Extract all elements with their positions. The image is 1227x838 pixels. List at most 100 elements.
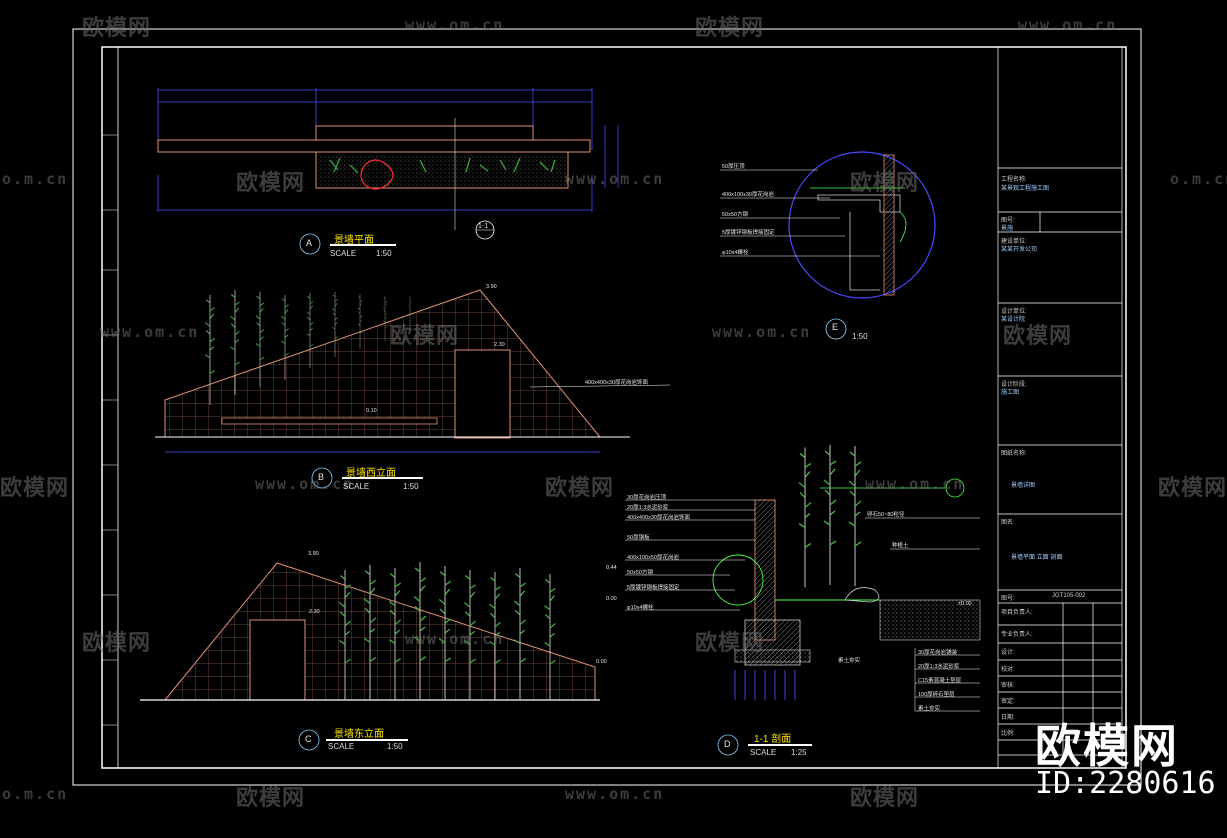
view-b-marker: B bbox=[318, 472, 325, 482]
brand-watermark: 欧模网 bbox=[1035, 719, 1179, 773]
section-mark: 1-1 bbox=[478, 223, 489, 230]
section-note: 50厚钢板 bbox=[627, 535, 650, 541]
view-e-scale-value: 1:50 bbox=[852, 332, 868, 341]
tb-row: 项目负责人: bbox=[1001, 610, 1033, 616]
tb-value: 某设计院 bbox=[1001, 317, 1026, 323]
tb-row: 设计: bbox=[1001, 650, 1015, 656]
watermark-brand: 欧模网 bbox=[695, 631, 765, 656]
detail-e-note: 400x100x30厚花岗岩 bbox=[722, 192, 774, 198]
view-d-title: 1-1 剖面 bbox=[754, 734, 792, 745]
view-a-plan bbox=[157, 88, 619, 255]
section-note: 400x400x30厚花岗岩饰面 bbox=[627, 515, 690, 521]
watermark-brand: 欧模网 bbox=[82, 16, 152, 41]
view-c-elevation bbox=[140, 562, 600, 751]
tb-drawing-no-label: 图号: bbox=[1001, 596, 1015, 602]
level-000: 0.00 bbox=[606, 596, 617, 602]
watermark-brand: 欧模网 bbox=[236, 786, 306, 811]
watermark-brand: 欧模网 bbox=[695, 16, 765, 41]
sheet-outer-frame bbox=[72, 28, 1142, 786]
dim-390-c: 3.90 bbox=[308, 551, 319, 557]
tb-row: 日期: bbox=[1001, 715, 1015, 721]
tb-label: 图名: bbox=[1001, 520, 1015, 526]
dim-000-c: 0.00 bbox=[596, 659, 607, 665]
view-b-elevation bbox=[155, 289, 671, 489]
watermark-url: www.om.cn bbox=[255, 475, 355, 493]
view-d-marker: D bbox=[724, 739, 731, 749]
tb-label: 工程名称: bbox=[1001, 177, 1027, 183]
level-044: 0.44 bbox=[606, 565, 617, 571]
section-note: 5厚镀锌钢板焊接固定 bbox=[627, 585, 680, 591]
sheet-inner-frame bbox=[101, 46, 1127, 769]
view-c-title: 景墙东立面 bbox=[334, 729, 384, 740]
view-a-scale-value: 1:50 bbox=[376, 249, 392, 258]
detail-e-note: 5厚镀锌钢板焊接固定 bbox=[722, 230, 775, 236]
watermark-url: www.om.cn bbox=[565, 785, 665, 803]
tb-row: 校对: bbox=[1001, 667, 1015, 673]
tb-value: 景墙平面 立面 剖面 bbox=[1011, 555, 1063, 561]
tb-label: 设计阶段: bbox=[1001, 382, 1027, 388]
section-note: 30厚花岗岩压顶 bbox=[627, 495, 667, 501]
brand-id: ID:2280616 bbox=[1035, 766, 1216, 801]
tb-drawing-no: JGT105-002 bbox=[1052, 593, 1086, 599]
view-a-title: 景墙平面 bbox=[334, 235, 374, 246]
view-d-scale-word: SCALE bbox=[750, 748, 777, 757]
watermark-brand: 欧模网 bbox=[850, 786, 920, 811]
section-layer: 30厚花岗岩铺装 bbox=[918, 650, 958, 656]
detail-e-note: φ10x4螺栓 bbox=[722, 250, 749, 256]
view-e-marker: E bbox=[832, 322, 839, 332]
view-c-scale-value: 1:50 bbox=[387, 742, 403, 751]
title-block bbox=[997, 47, 1123, 768]
watermark-url: www.om.cn bbox=[712, 323, 812, 341]
dim-000-d: ±0.00 bbox=[958, 601, 972, 607]
section-note: 400x100x50厚花岗岩 bbox=[627, 555, 679, 561]
dim-230: 2.30 bbox=[494, 342, 505, 348]
dim-390: 3.90 bbox=[486, 284, 497, 290]
tb-value: 施工图 bbox=[1001, 390, 1020, 396]
section-layer: 20厚1:3水泥砂浆 bbox=[918, 664, 960, 670]
detail-e-note: 50厚压顶 bbox=[722, 164, 745, 170]
dim-230-c: 2.30 bbox=[309, 609, 320, 615]
watermark-url: o.m.cn bbox=[2, 785, 69, 803]
watermark-url: o.m.cn bbox=[1170, 170, 1227, 188]
view-c-scale-word: SCALE bbox=[328, 742, 355, 751]
tb-value: 某景观工程施工图 bbox=[1001, 186, 1050, 192]
watermark-brand: 欧模网 bbox=[82, 631, 152, 656]
view-e-detail bbox=[720, 151, 936, 340]
view-a-marker: A bbox=[306, 238, 313, 248]
watermark-brand: 欧模网 bbox=[1003, 324, 1073, 349]
elev-b-note: 400x400x30厚花岗岩饰面 bbox=[585, 380, 648, 386]
tb-label: 建设单位: bbox=[1001, 239, 1027, 245]
watermark-url: www.om.cn bbox=[405, 16, 505, 34]
view-b-scale-value: 1:50 bbox=[403, 482, 419, 491]
tb-value: 某某开发公司 bbox=[1001, 247, 1038, 253]
watermark-url: www.om.cn bbox=[865, 475, 965, 493]
watermark-url: www.om.cn bbox=[1018, 16, 1118, 34]
section-note: 种植土 bbox=[892, 543, 909, 549]
detail-e-note: 50x50方钢 bbox=[722, 212, 748, 218]
section-note: φ10x4螺栓 bbox=[627, 605, 654, 611]
view-d-scale-value: 1:25 bbox=[791, 748, 807, 757]
tb-row: 专业负责人: bbox=[1001, 632, 1033, 638]
left-strip-ticks bbox=[102, 134, 118, 726]
view-b-scale-word: SCALE bbox=[343, 482, 370, 491]
tb-row: 比例: bbox=[1001, 731, 1015, 737]
watermark-brand: 欧模网 bbox=[545, 476, 615, 501]
watermark-url: o.m.cn bbox=[2, 170, 69, 188]
watermark-brand: 欧模网 bbox=[0, 476, 70, 501]
watermark-url: www.om.cn bbox=[100, 323, 200, 341]
watermark-brand: 欧模网 bbox=[236, 171, 306, 196]
section-layer: 素土夯实 bbox=[918, 706, 941, 712]
tb-value: 景施 bbox=[1001, 226, 1014, 232]
watermark-url: www.om.cn bbox=[565, 170, 665, 188]
section-note: 素土夯实 bbox=[838, 658, 861, 664]
section-layer: C15素混凝土垫层 bbox=[918, 678, 962, 684]
tb-label: 图纸名称: bbox=[1001, 451, 1027, 457]
watermark-brand: 欧模网 bbox=[1158, 476, 1227, 501]
tb-label: 设计单位: bbox=[1001, 309, 1027, 315]
bamboo-cluster-d bbox=[798, 444, 862, 589]
tb-label: 图号: bbox=[1001, 218, 1015, 224]
section-note: 50x50方钢 bbox=[627, 570, 653, 576]
section-note: 20厚1:3水泥砂浆 bbox=[627, 505, 669, 511]
view-b-title: 景墙西立面 bbox=[346, 468, 396, 479]
